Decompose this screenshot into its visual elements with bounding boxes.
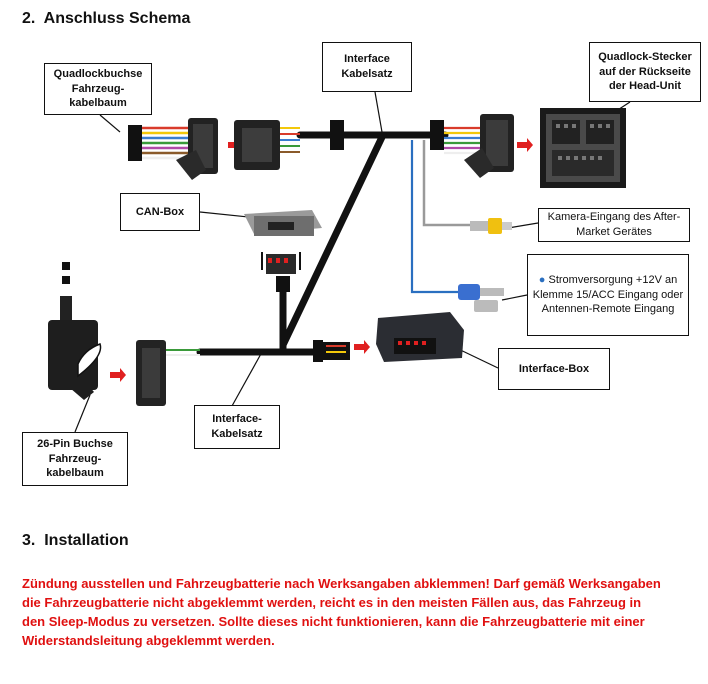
- wiring-diagram: [48, 91, 631, 433]
- section-2-title: Anschluss Schema: [43, 10, 191, 27]
- head-unit-rear-illustration: [540, 108, 626, 188]
- section-2-number: 2.: [22, 10, 36, 27]
- camera-connector-illustration: [470, 218, 512, 234]
- stromversorgung-text: Stromversorgung +12V an Klemme 15/ACC Ei…: [532, 273, 684, 316]
- label-interface-kabelsatz-top: Interface Kabelsatz: [322, 42, 412, 92]
- section-3-title: Installation: [44, 532, 129, 549]
- label-can-box: CAN-Box: [120, 193, 200, 231]
- can-box-illustration: [244, 210, 322, 274]
- section-2-heading: 2. Anschluss Schema: [22, 10, 190, 28]
- quadlock-plug-illustration: [234, 120, 300, 170]
- section-3-heading: 3. Installation: [22, 532, 129, 550]
- power-connectors-illustration: [458, 284, 504, 312]
- harness-connector-left: [330, 120, 344, 150]
- 26-pin-plug-illustration: [136, 340, 200, 406]
- label-interface-kabelsatz-bottom: Interface-Kabelsatz: [194, 405, 280, 449]
- quadlock-socket-illustration: [128, 118, 218, 180]
- label-quadlockbuchse: Quadlockbuchse Fahrzeug-kabelbaum: [44, 63, 152, 115]
- label-26-pin-buchse: 26-Pin Buchse Fahrzeug-kabelbaum: [22, 432, 128, 486]
- section-3-number: 3.: [22, 532, 36, 549]
- interface-box-illustration: [322, 312, 464, 362]
- label-quadlock-stecker: Quadlock-Stecker auf der Rückseite der H…: [589, 42, 701, 102]
- label-stromversorgung: ● Stromversorgung +12V an Klemme 15/ACC …: [527, 254, 689, 336]
- label-interface-box: Interface-Box: [498, 348, 610, 390]
- label-kamera-eingang: Kamera-Eingang des After-Market Gerätes: [538, 208, 690, 242]
- 26-pin-socket-illustration: [48, 262, 102, 400]
- quadlock-plug-right-illustration: [444, 114, 514, 178]
- installation-warning: Zündung ausstellen und Fahrzeugbatterie …: [22, 576, 661, 648]
- harness-connector-right: [430, 120, 444, 150]
- bullet-icon: ●: [538, 273, 546, 286]
